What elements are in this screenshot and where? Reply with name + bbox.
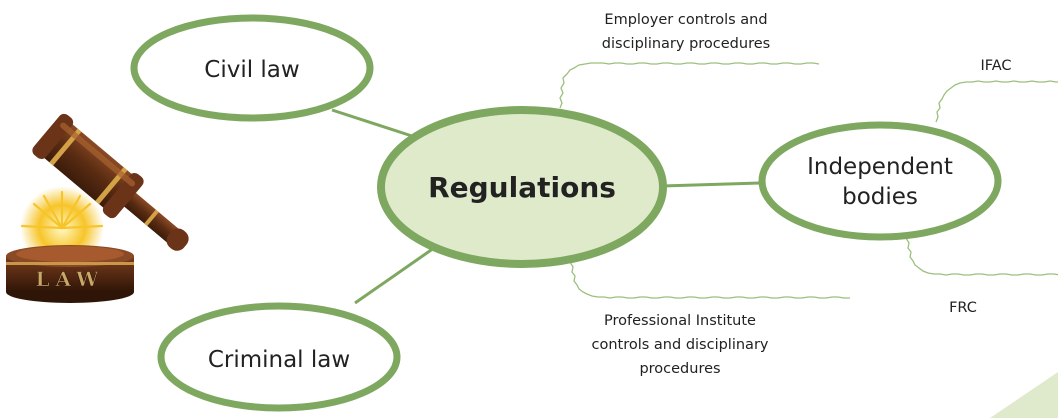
sound-block: LAW [6, 245, 134, 303]
light-rays [20, 190, 104, 230]
wavy-branch-employer [559, 62, 820, 109]
branch-employer-line2: disciplinary procedures [602, 36, 770, 52]
node-criminal-law-shape [157, 302, 401, 412]
node-regulations-label: Regulations [428, 171, 616, 204]
branch-label-professional: Professional Institute controls and disc… [592, 313, 769, 377]
branch-employer-line1: Employer controls and [604, 12, 767, 28]
corner-accent-shape [990, 372, 1058, 418]
connector-criminal-law [354, 246, 435, 305]
node-civil-law-shape [130, 14, 374, 122]
node-civil-law: Civil law [130, 14, 374, 122]
node-civil-law-label: Civil law [204, 57, 299, 83]
node-independent-bodies-label-line2: bodies [842, 184, 918, 210]
node-regulations: Regulations [377, 106, 667, 268]
gavel-illustration: LAW [6, 113, 189, 303]
connector-civil-law [331, 108, 413, 138]
branch-professional-line3: procedures [639, 361, 720, 377]
gavel-icon [32, 113, 189, 251]
wavy-branch-frc [905, 237, 1058, 276]
connector-independent-bodies [661, 181, 761, 188]
node-independent-bodies-label-line1: Independent [807, 154, 953, 180]
node-criminal-law: Criminal law [157, 302, 401, 412]
node-criminal-law-label: Criminal law [208, 347, 350, 373]
branch-label-ifac: IFAC [980, 58, 1011, 74]
connectors [331, 108, 761, 305]
branch-label-employer: Employer controls and disciplinary proce… [602, 12, 770, 52]
branch-professional-line2: controls and disciplinary [592, 337, 769, 353]
node-independent-bodies-shape [758, 121, 1002, 241]
node-independent-bodies: Independent bodies [758, 121, 1002, 241]
law-text: LAW [35, 267, 104, 291]
wavy-branches [559, 62, 1058, 299]
wavy-branch-ifac [935, 80, 1058, 123]
node-regulations-shape [377, 106, 667, 268]
branch-professional-line1: Professional Institute [604, 313, 756, 329]
wavy-branch-professional [569, 261, 850, 299]
branch-label-frc: FRC [949, 300, 977, 316]
